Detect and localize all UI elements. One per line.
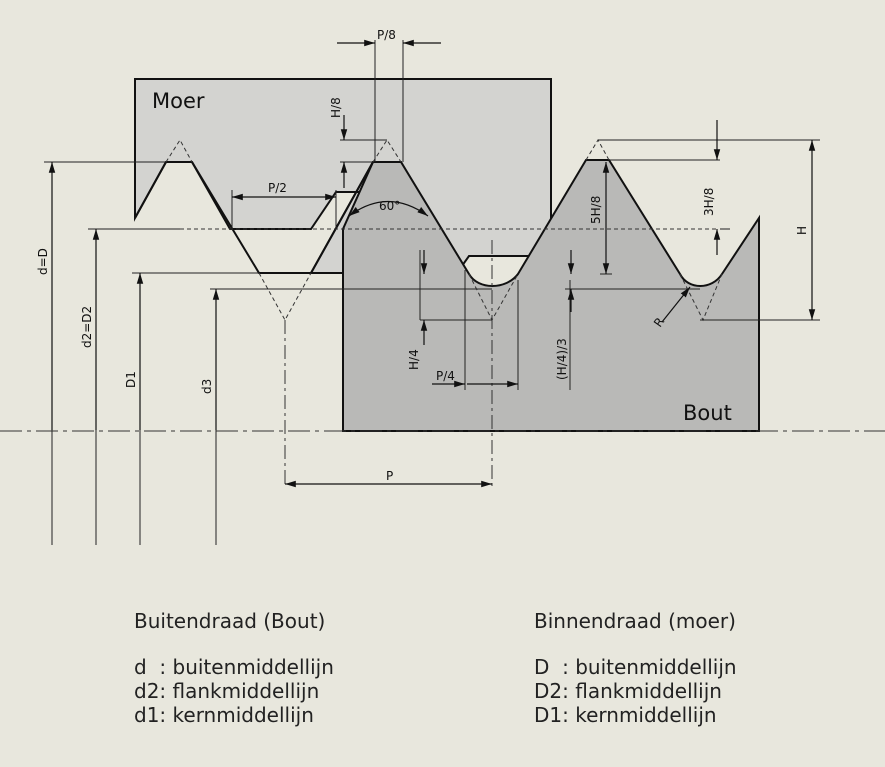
dim-d1: D1	[124, 371, 138, 388]
legend-outer-row: d : buitenmiddellijn	[134, 655, 334, 679]
legend-inner-row: D2: flankmiddellijn	[534, 679, 722, 703]
legend-outer-row: d1: kernmiddellijn	[134, 703, 314, 727]
legend-outer-title: Buitendraad (Bout)	[134, 609, 326, 633]
dim-p2: P/2	[268, 181, 287, 195]
dim-5h8: 5H/8	[589, 196, 603, 224]
dim-d-eq-D: d=D	[36, 248, 50, 275]
dim-3h8: 3H/8	[702, 188, 716, 216]
vertical-axes	[284, 240, 493, 486]
legend-outer-thread: Buitendraad (Bout) d : buitenmiddellijn …	[134, 609, 334, 727]
legend-inner-row: D : buitenmiddellijn	[534, 655, 737, 679]
legend-inner-row: D1: kernmiddellijn	[534, 703, 717, 727]
dim-d2-eq-D2: d2=D2	[80, 306, 94, 348]
legend-inner-title: Binnendraad (moer)	[534, 609, 736, 633]
dimension-lines	[48, 39, 816, 488]
dim-p: P	[386, 469, 393, 483]
moer-label: Moer	[152, 89, 205, 113]
dim-angle: 60°	[379, 199, 400, 213]
dim-h8: H/8	[329, 97, 343, 118]
dim-d3: d3	[200, 379, 214, 394]
dim-p4: P/4	[436, 369, 455, 383]
legend-outer-row: d2: flankmiddellijn	[134, 679, 320, 703]
legend-inner-thread: Binnendraad (moer) D : buitenmiddellijn …	[534, 609, 737, 727]
dim-h4: H/4	[407, 349, 421, 370]
dim-p8: P/8	[377, 28, 396, 42]
dim-h4-3: (H/4)/3	[555, 338, 569, 380]
dim-h: H	[795, 226, 809, 235]
bout-label: Bout	[683, 401, 732, 425]
